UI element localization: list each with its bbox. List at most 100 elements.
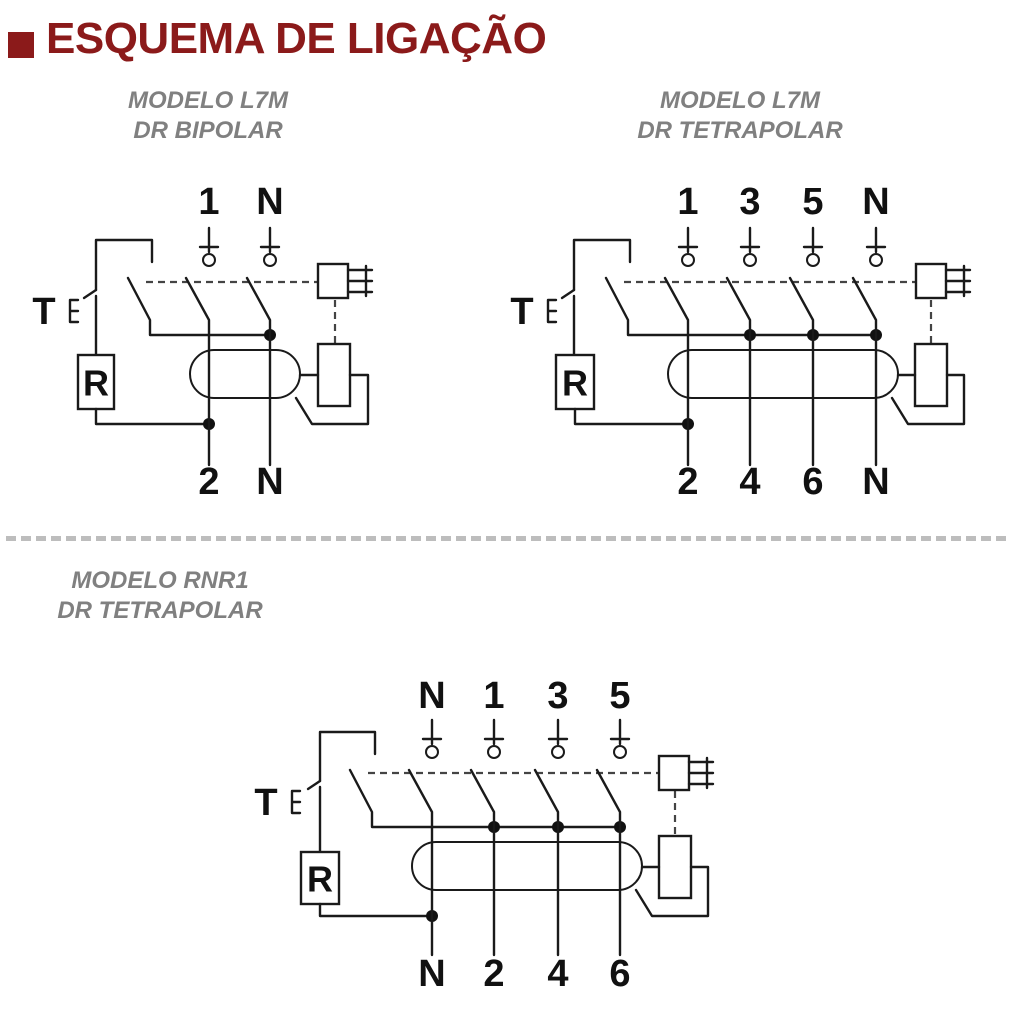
bottom-terminal-label: 6 [802,461,823,503]
test-button-label: T [510,291,533,333]
coil-wire [634,865,710,918]
terminal-circle [681,253,695,267]
pole-n-switch [407,768,434,957]
test-circuit-wire [318,730,377,783]
bottom-terminal-label: N [256,461,283,503]
resistor-return-wire [94,407,211,426]
pole-5-terminal [802,226,824,254]
pole-3-terminal [547,718,569,746]
relay-contacts [687,756,715,790]
header-bullet-square [8,32,34,58]
trip-relay-coil [657,834,693,900]
pole-1-terminal [483,718,505,746]
test-contact [604,276,878,337]
resistor [554,353,596,411]
pole-3-switch [533,768,560,957]
resistor [299,850,341,906]
test-button-label: T [254,782,277,824]
caption-rnr1-tetrapolar: MODELO RNR1 DR TETRAPOLAR [10,566,310,626]
pole-5-switch [595,768,622,957]
caption-l7m-bipolar: MODELO L7M DR BIPOLAR [88,86,328,146]
pole-n-terminal [259,226,281,254]
caption-type: DR BIPOLAR [133,117,283,144]
pole-1-switch [469,768,496,957]
resistor-label: R [83,363,109,404]
terminal-circle [869,253,883,267]
pole-1-switch [663,276,690,467]
test-switch [82,288,98,357]
top-terminal-label: 5 [802,181,823,223]
bottom-terminal-label: 2 [483,953,504,995]
trip-relay-coil [913,342,949,408]
resistor-label: R [562,363,588,404]
resistor-return-wire [573,407,690,426]
pole-1-switch [184,276,211,467]
top-terminal-label: 3 [547,675,568,717]
wiring-diagram-l7m-bipolar: T R 1 N 2 N [32,181,374,503]
pole-n-terminal [421,718,443,746]
test-contact [126,276,272,337]
pole-3-terminal [739,226,761,254]
current-transformer-toroid [189,349,301,399]
wiring-diagram-rnr1-tetrapolar: T R N 1 3 5 N 2 4 6 [254,675,715,995]
test-switch [560,288,576,357]
resistor-label: R [307,859,333,900]
test-contact [348,768,622,829]
pole-3-switch [725,276,752,467]
pole-1-terminal [677,226,699,254]
terminal-circle [263,253,277,267]
wiring-diagram-l7m-tetrapolar: T R 1 3 5 N 2 4 6 N [510,181,972,503]
terminal-circle [743,253,757,267]
terminal-circle [202,253,216,267]
top-terminal-label: 5 [609,675,630,717]
top-terminal-label: 1 [677,181,698,223]
terminal-circle [425,745,439,759]
coil-wire [890,373,966,426]
test-button-symbol [68,298,80,324]
pole-n-switch [245,276,272,467]
bottom-terminal-label: 2 [677,461,698,503]
bottom-terminal-label: N [418,953,445,995]
trip-relay-head [657,754,691,792]
terminal-circle [487,745,501,759]
caption-type: DR TETRAPOLAR [637,117,843,144]
bottom-terminal-label: N [862,461,889,503]
relay-contacts [346,264,374,298]
current-transformer-toroid [411,841,643,891]
trip-relay-head [316,262,350,300]
top-terminal-label: 1 [198,181,219,223]
top-terminal-label: N [418,675,445,717]
bottom-terminal-label: 4 [547,953,568,995]
section-separator [6,536,1006,541]
terminal-circle [806,253,820,267]
bottom-terminal-label: 4 [739,461,760,503]
relay-contacts [944,264,972,298]
test-switch [306,779,322,854]
caption-model: MODELO RNR1 [71,567,249,594]
top-terminal-label: 1 [483,675,504,717]
test-circuit-wire [94,238,154,292]
current-transformer-toroid [667,349,899,399]
top-terminal-label: N [862,181,889,223]
test-circuit-wire [572,238,632,292]
page-title: ESQUEMA DE LIGAÇÃO [46,14,547,63]
pole-n-switch [851,276,878,467]
caption-l7m-tetrapolar: MODELO L7M DR TETRAPOLAR [590,86,890,146]
top-terminal-label: N [256,181,283,223]
coil-wire [294,373,370,426]
pole-1-terminal [198,226,220,254]
trip-relay-head [914,262,948,300]
terminal-circle [551,745,565,759]
page-header: ESQUEMA DE LIGAÇÃO [0,8,1024,68]
top-terminal-label: 3 [739,181,760,223]
test-button-label: T [32,291,55,333]
test-button-symbol [546,298,558,324]
bottom-terminal-label: 6 [609,953,630,995]
caption-model: MODELO L7M [128,87,288,114]
caption-model: MODELO L7M [660,87,820,114]
pole-5-switch [788,276,815,467]
pole-5-terminal [609,718,631,746]
caption-type: DR TETRAPOLAR [57,597,263,624]
bottom-terminal-label: 2 [198,461,219,503]
terminal-circle [613,745,627,759]
